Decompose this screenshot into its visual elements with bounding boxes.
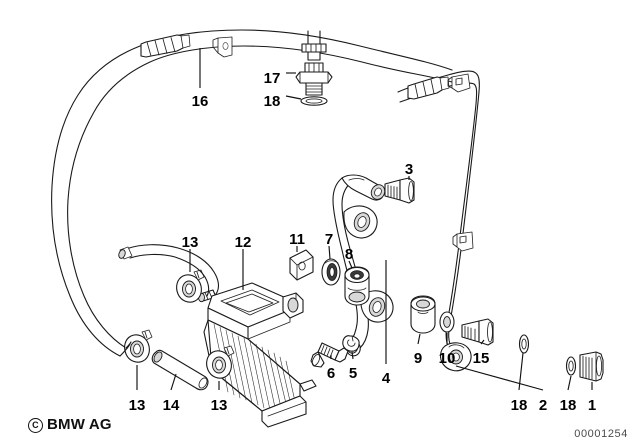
lower-left-hose-end: [119, 341, 132, 357]
callout-6: 6: [327, 365, 335, 382]
rubber-grommet-7: [321, 258, 341, 286]
mounting-plate-11: [289, 249, 314, 281]
hose-clamp-13-right: [206, 345, 235, 379]
diagram-number: 00001254: [574, 428, 628, 440]
callout-10: 10: [439, 350, 456, 367]
sealing-ring-18-top: [300, 96, 328, 106]
vertical-drop-pipe: [301, 30, 327, 61]
cooler-inlet-hose: [118, 244, 219, 297]
callout-16: 16: [192, 93, 209, 110]
callout-2: 2: [539, 397, 547, 414]
sealing-ring-18-left: [518, 334, 530, 354]
leader-18-right: [567, 375, 572, 391]
banjo-assembly: [440, 334, 604, 382]
cooler-outlet-neck: [282, 292, 304, 319]
leader-2: [455, 365, 544, 391]
callout-14: 14: [163, 397, 180, 414]
flat-washer-10: [439, 311, 455, 333]
copyright-notice: C BMW AG: [28, 416, 112, 433]
copyright-label: BMW AG: [47, 416, 112, 433]
oil-cooler-bracket-4: [332, 174, 394, 357]
callout-18-left: 18: [511, 397, 528, 414]
pipe-bracket-tab-16: [212, 36, 233, 58]
banjo-fitting-2: [440, 342, 472, 372]
pipe-bracket-mid-right: [452, 231, 474, 252]
leader-15: [480, 339, 485, 345]
spacer-sleeve-9: [410, 295, 436, 334]
leader-14: [170, 373, 177, 391]
hex-bolt-3: [384, 177, 415, 204]
leader-5: [351, 351, 354, 360]
callout-1: 1: [588, 397, 596, 414]
engine-oil-cooler-12: [198, 282, 317, 428]
hex-bolt-15: [461, 318, 494, 346]
callout-13-upper: 13: [182, 234, 199, 251]
callout-13-right: 13: [211, 397, 228, 414]
crimp-ferrule-right: [407, 76, 450, 100]
lock-washer-5: [342, 335, 360, 352]
bushing-8: [344, 266, 370, 306]
callout-9: 9: [414, 350, 422, 367]
cooler-lower-stub: [299, 379, 317, 392]
callout-12: 12: [235, 234, 252, 251]
hose-clamp-13-upper: [176, 269, 205, 303]
callout-15: 15: [473, 350, 490, 367]
callout-13-left: 13: [129, 397, 146, 414]
callout-3: 3: [405, 161, 413, 178]
oil-feed-pipe-right: [397, 70, 480, 351]
callout-8: 8: [345, 246, 353, 263]
callout-4: 4: [382, 370, 391, 387]
hex-bolt-6: [310, 342, 349, 368]
leader-7: [328, 245, 331, 260]
copyright-icon: C: [28, 418, 43, 433]
callout-5: 5: [349, 365, 357, 382]
rubber-hose-14: [151, 349, 209, 391]
pipe-bracket-upper-right: [447, 73, 471, 93]
threaded-fitting-17: [295, 62, 333, 96]
callout-labels: 1 2 3 4 5 6 7 8 9 10 11 12 13 13 13 14 1…: [129, 70, 597, 414]
callout-7: 7: [325, 231, 333, 248]
crimp-ferrule-16: [140, 34, 191, 58]
leader-8: [348, 260, 353, 269]
hose-clamp-13-left: [124, 329, 153, 363]
sealing-ring-18-right: [565, 356, 577, 376]
callout-18-right: 18: [560, 397, 577, 414]
callout-17: 17: [264, 70, 281, 87]
leader-18-top: [285, 95, 302, 100]
callout-18-top: 18: [264, 93, 281, 110]
banjo-bolt-1: [579, 351, 604, 382]
callout-11: 11: [289, 231, 305, 248]
leader-9: [417, 333, 421, 345]
oil-line-16: [51, 29, 453, 357]
